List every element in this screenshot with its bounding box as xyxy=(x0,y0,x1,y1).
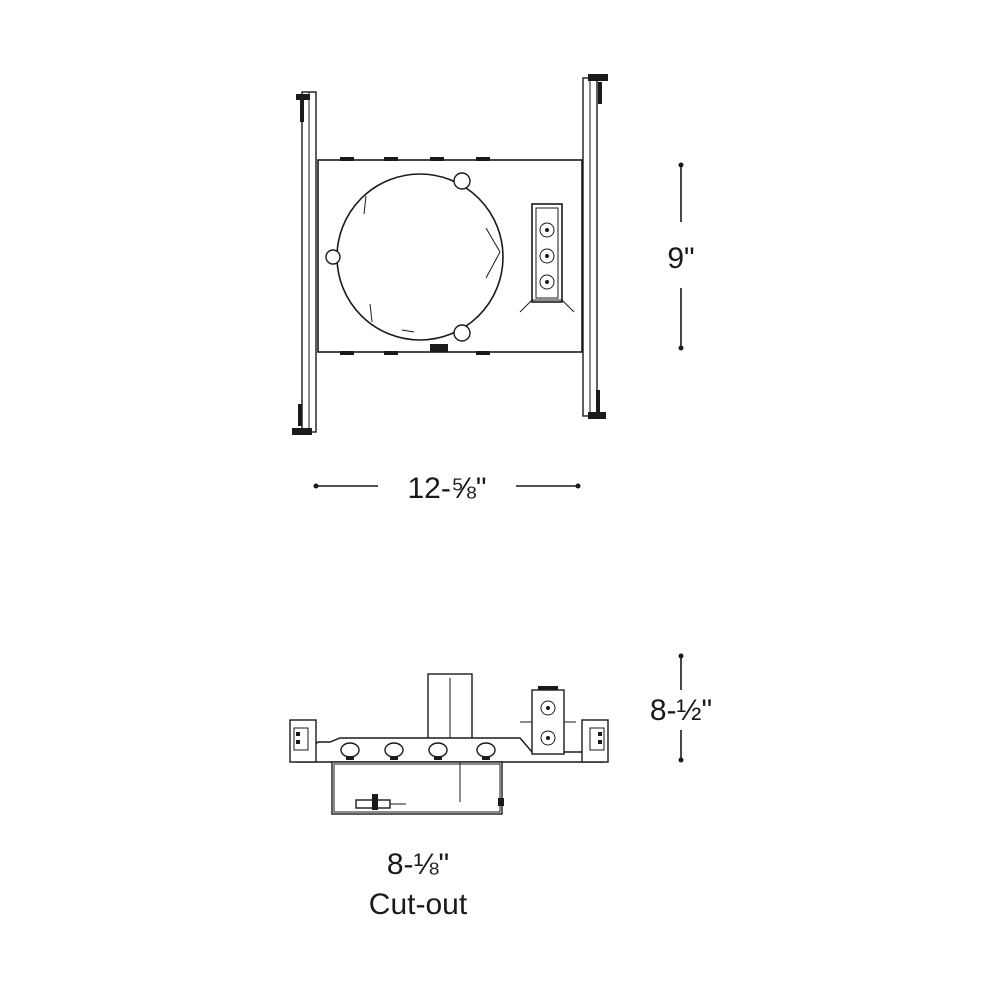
junction-box-top xyxy=(519,203,575,313)
top-view xyxy=(292,74,608,435)
aperture-screw xyxy=(453,324,471,342)
housing-can xyxy=(331,761,503,815)
side-height-label: 8-½" xyxy=(650,694,712,727)
height-label: 9" xyxy=(667,242,694,275)
cutout-caption: Cut-out xyxy=(369,888,468,921)
right-bracket xyxy=(581,719,609,763)
thermal-protector xyxy=(355,794,406,810)
side-view xyxy=(289,673,609,815)
width-dimension: 12-⅝" xyxy=(313,472,581,505)
aperture-screw xyxy=(325,249,341,265)
right-hanger-bar xyxy=(582,74,608,419)
cutout-size-label: 8-⅛" xyxy=(387,848,449,881)
aperture-screw xyxy=(453,172,471,190)
mounting-plate xyxy=(317,159,583,353)
junction-box-side xyxy=(520,686,576,755)
height-dimension: 9" xyxy=(667,162,695,351)
left-bracket xyxy=(289,719,317,763)
aperture-clips xyxy=(363,195,501,333)
left-hanger-bar xyxy=(292,91,317,435)
cutout-annotation: 8-⅛" Cut-out xyxy=(369,848,468,921)
width-label: 12-⅝" xyxy=(407,472,486,505)
side-height-dimension: 8-½" xyxy=(650,653,712,763)
plate-tabs xyxy=(340,157,490,355)
aperture-ring xyxy=(336,173,504,341)
pan-slots xyxy=(340,742,496,760)
